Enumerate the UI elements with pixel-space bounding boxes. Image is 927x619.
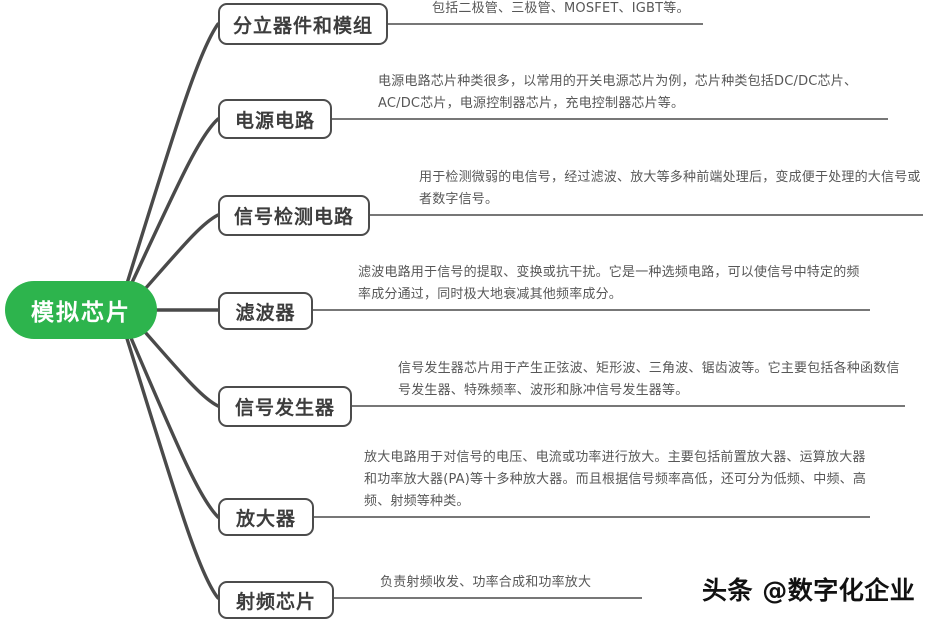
branch-node-signal-generator[interactable]: 信号发生器 [218,386,352,427]
watermark-text: 头条 @数字化企业 [702,576,916,605]
branch-node-amplifier[interactable]: 放大器 [218,498,314,536]
branch-description-filter[interactable]: 滤波电路用于信号的提取、变换或抗干扰。它是一种选频电路，可以使信号中特定的频率成… [358,265,860,302]
branch-node-power-circuit[interactable]: 电源电路 [218,99,332,139]
branch-description-signal-generator[interactable]: 信号发生器芯片用于产生正弦波、矩形波、三角波、锯齿波等。它主要包括各种函数信号发… [398,361,900,398]
branch-label: 放大器 [235,507,296,530]
curve-branch-7 [118,314,220,600]
branch-label: 信号发生器 [234,397,335,419]
branch-label: 分立器件和模组 [232,14,373,37]
branch-label: 信号检测电路 [233,206,354,228]
curve-branch-1 [118,22,220,308]
branch-node-filter[interactable]: 滤波器 [218,292,313,330]
branch-node-discrete-devices[interactable]: 分立器件和模组 [218,3,388,45]
branch-description-signal-detection[interactable]: 用于检测微弱的电信号，经过滤波、放大等多种前端处理后，变成便于处理的大信号或者数… [419,170,921,207]
curve-branch-6 [120,315,220,519]
root-node-analog-chip[interactable]: 模拟芯片 [5,281,157,339]
branch-node-rf-chip[interactable]: 射频芯片 [218,581,334,619]
branch-label: 电源电路 [234,109,315,132]
branch-description-discrete-devices[interactable]: 包括二极管、三极管、MOSFET、IGBT等。 [432,1,690,16]
branch-label: 滤波器 [235,301,296,324]
curve-branch-2 [120,117,220,306]
branch-description-rf-chip[interactable]: 负责射频收发、功率合成和功率放大 [380,575,592,590]
root-node-label: 模拟芯片 [31,300,131,326]
branch-description-amplifier[interactable]: 放大电路用于对信号的电压、电流或功率进行放大。主要包括前置放大器、运算放大器和功… [364,450,867,509]
branch-description-power-circuit[interactable]: 电源电路芯片种类很多，以常用的开关电源芯片为例，芯片种类包括DC/DC芯片、AC… [378,74,858,111]
branch-label: 射频芯片 [235,590,316,613]
branch-node-signal-detection[interactable]: 信号检测电路 [218,195,370,236]
